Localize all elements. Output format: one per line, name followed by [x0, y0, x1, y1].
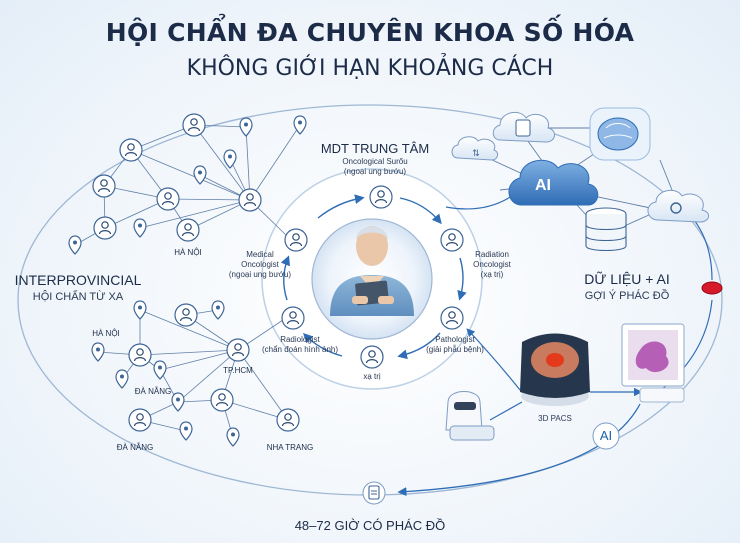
settings-cloud-icon: [647, 189, 709, 223]
role-medical-2: Oncologist: [241, 260, 279, 269]
pacs-brain-icon: [520, 333, 590, 406]
pacs-label: 3D PACS: [538, 414, 572, 423]
interprovincial-subtitle: HỘI CHẨN TỪ XA: [32, 291, 124, 303]
role-radiation-3: (xạ trị): [480, 270, 504, 279]
role-pathologist-1: Pathologist: [435, 335, 475, 344]
role-radiologist-2: (chẩn đoán hình ảnh): [261, 345, 339, 354]
city-tphcm: TP.HCM: [223, 366, 253, 375]
database-icon: [585, 207, 627, 252]
role-pathologist-2: (giải phẫu bệnh): [426, 345, 484, 354]
brain-icon: [589, 107, 651, 161]
mdt-center-title: MDT TRUNG TÂM: [320, 141, 430, 156]
clipboard-icon: [362, 481, 386, 505]
ring-arrows: [280, 194, 467, 360]
red-status-light: [701, 281, 723, 295]
central-doctor: [330, 226, 414, 316]
role-radiation-2: Oncologist: [473, 260, 511, 269]
role-xatri: xạ trị: [363, 372, 381, 381]
mdt-center-specialty: Oncological Surőu: [342, 157, 408, 166]
data-ai-title: DỮ LIỆU + AI: [584, 271, 670, 287]
mdt-center-specialty-note: (ngoại ung bướu): [343, 167, 407, 176]
svg-text:⇅: ⇅: [472, 148, 480, 158]
ai-cloud-label: AI: [535, 177, 551, 194]
sync-icon: ⇅: [451, 136, 499, 161]
city-hanoi-top: HÀ NỘI: [174, 248, 202, 257]
city-danang-2: ĐÀ NẴNG: [116, 443, 154, 452]
city-hanoi-left: HÀ NỘI: [92, 329, 120, 338]
page-subtitle: KHÔNG GIỚI HẠN KHOẢNG CÁCH: [186, 56, 554, 81]
role-medical-1: Medical: [246, 250, 274, 259]
city-danang-1: ĐÀ NẴNG: [134, 387, 172, 396]
ai-badge-label: AI: [599, 428, 613, 443]
role-radiologist-1: Radiologist: [280, 335, 320, 344]
ai-cloud-icon: [508, 159, 599, 206]
footer-timeline: 48–72 GIỜ CÓ PHÁC ĐỒ: [294, 518, 446, 533]
city-nhatrang: NHA TRANG: [266, 443, 314, 452]
interprovincial-title: INTERPROVINCIAL: [14, 272, 142, 288]
role-radiation-1: Radiation: [475, 250, 509, 259]
page-title: HỘI CHẨN ĐA CHUYÊN KHOA SỐ HÓA: [105, 18, 635, 47]
cloud-icon: [492, 111, 555, 143]
ai-badge: [592, 422, 620, 450]
scanner-icon: [445, 391, 495, 441]
data-ai-subtitle: GỢI Ý PHÁC ĐỒ: [584, 290, 670, 302]
pathology-monitor: [621, 323, 685, 403]
role-medical-3: (ngoại ung bướu): [228, 270, 292, 279]
